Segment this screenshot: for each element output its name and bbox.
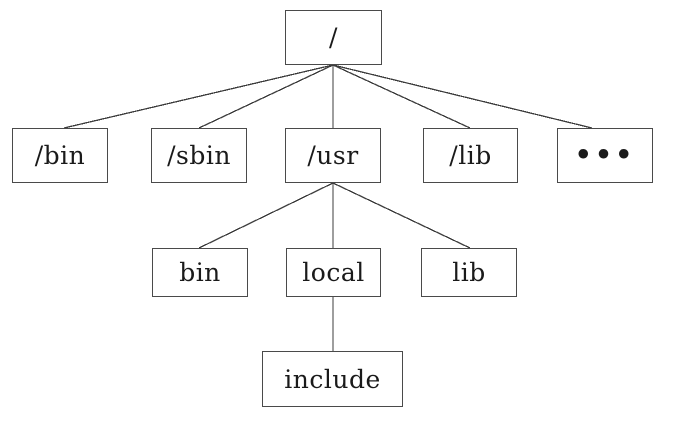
tree-node-label-usrbin: bin — [179, 258, 221, 287]
tree-node-label-lib: /lib — [449, 141, 492, 170]
tree-edge-usr-to-usrbin — [198, 182, 334, 249]
tree-node-label-usr: /usr — [307, 141, 359, 170]
tree-node-label-usrlib: lib — [452, 258, 486, 287]
tree-node-usrbin[interactable]: bin — [152, 248, 248, 297]
tree-node-include[interactable]: include — [262, 351, 403, 407]
tree-edge-usr-to-usrlib — [332, 182, 471, 249]
tree-node-label-usrlocal: local — [302, 258, 365, 287]
tree-node-label-root: / — [329, 23, 338, 52]
tree-edge-root-to-sbin — [198, 64, 334, 129]
tree-node-label-include: include — [284, 364, 381, 394]
tree-node-usrlib[interactable]: lib — [421, 248, 517, 297]
tree-node-more[interactable]: ••• — [557, 128, 653, 183]
tree-node-usr[interactable]: /usr — [285, 128, 381, 183]
tree-edge-root-to-bin — [63, 64, 334, 129]
tree-edge-root-to-lib — [332, 64, 471, 129]
tree-node-usrlocal[interactable]: local — [286, 248, 381, 297]
tree-node-label-bin: /bin — [34, 141, 86, 170]
tree-edge-root-to-more — [332, 64, 593, 129]
tree-node-bin[interactable]: /bin — [12, 128, 108, 183]
tree-node-root[interactable]: / — [285, 10, 382, 65]
tree-node-lib[interactable]: /lib — [423, 128, 518, 183]
tree-node-label-more: ••• — [574, 140, 636, 171]
tree-node-sbin[interactable]: /sbin — [151, 128, 247, 183]
tree-node-label-sbin: /sbin — [167, 141, 231, 170]
